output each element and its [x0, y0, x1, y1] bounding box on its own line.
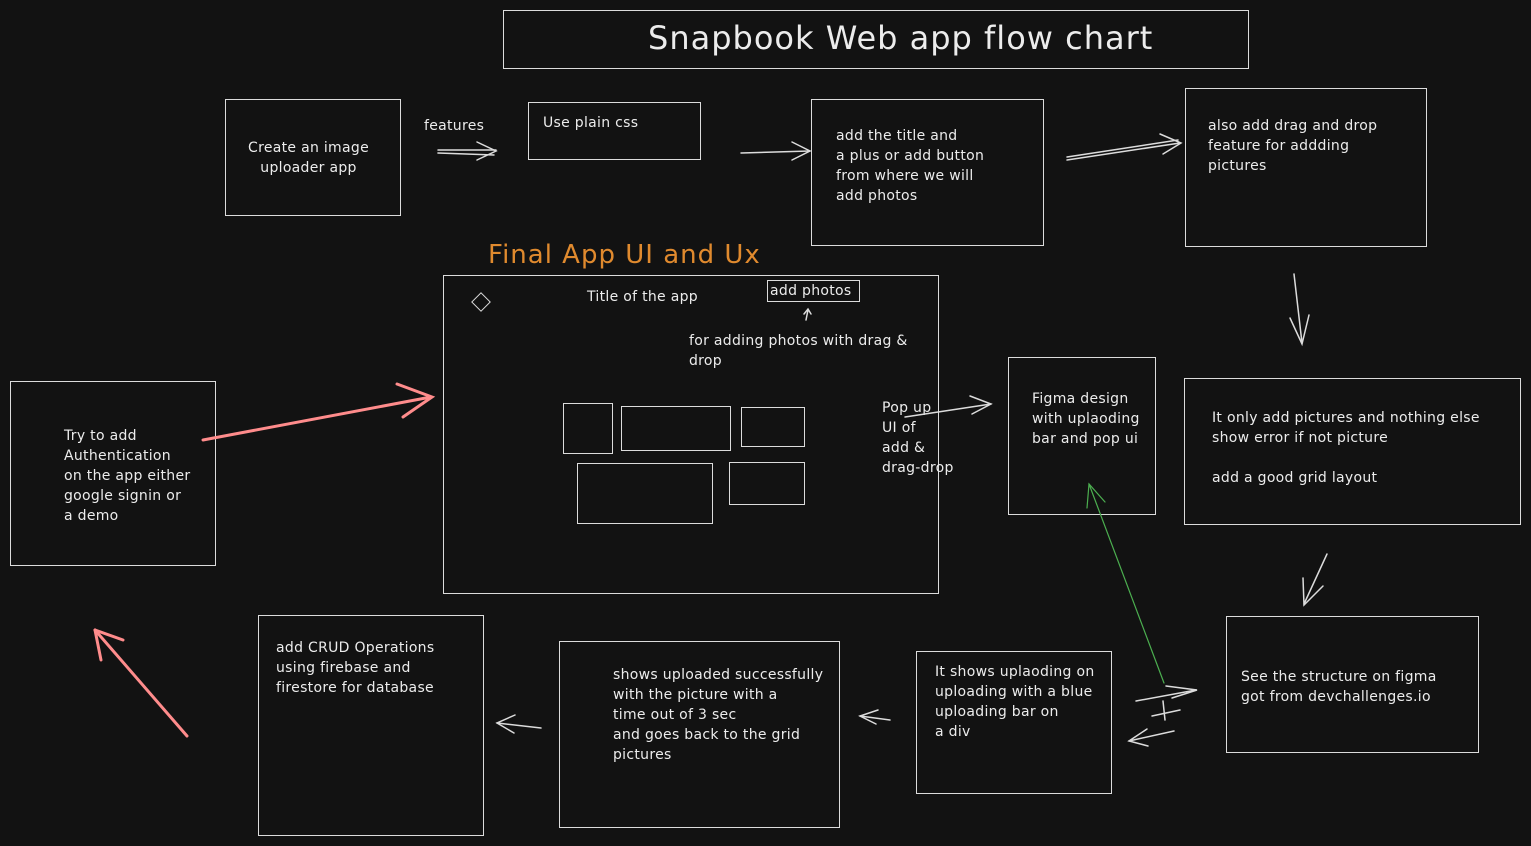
mockup-add-photos-label: add photos: [770, 283, 852, 299]
arrow-popup-to-figma: [904, 395, 993, 418]
mockup-app-title: Title of the app: [587, 289, 698, 305]
node-uploading: [916, 651, 1112, 794]
section-heading: Final App UI and Ux: [488, 240, 761, 270]
node-crud: [258, 615, 484, 836]
node-figma-label: Figma design with uplaoding bar and pop …: [1032, 391, 1140, 447]
node-title-plus: [811, 99, 1044, 246]
node-drag-drop-label: also add drag and drop feature for adddi…: [1208, 118, 1378, 174]
node-crud-label: add CRUD Operations using firebase and f…: [276, 640, 435, 696]
arrow-green-to-figma: [1086, 482, 1165, 684]
arrow-success-to-crud: [495, 714, 542, 734]
node-create-app: [225, 99, 401, 216]
node-plain-css: [528, 102, 701, 160]
node-success-label: shows uploaded successfully with the pic…: [613, 667, 824, 763]
node-auth: [10, 381, 216, 566]
arrow-uploading-to-success: [858, 709, 891, 725]
node-figma: [1008, 357, 1156, 515]
arrow-uploading-to-structure: [1135, 685, 1198, 721]
node-uploading-label: It shows uplaoding on uploading with a b…: [935, 664, 1095, 740]
node-only-pictures: [1184, 378, 1521, 525]
grid-tile: [729, 462, 805, 505]
node-plain-css-label: Use plain css: [543, 115, 639, 131]
mockup-drag-note: for adding photos with drag & drop: [689, 333, 908, 369]
arrow-auth-to-mockup: [201, 382, 436, 442]
grid-tile: [621, 406, 731, 451]
popup-note: Pop up UI of add & drag-drop: [882, 400, 954, 476]
arrow-structure-to-uploading: [1127, 728, 1175, 747]
title-box: [503, 10, 1249, 69]
grid-tile: [741, 407, 805, 447]
node-only-pictures-label: It only add pictures and nothing else sh…: [1212, 410, 1480, 486]
arrow-add-photos-note: [803, 307, 812, 321]
app-mockup: [443, 275, 939, 594]
arrow-css-to-title: [740, 141, 812, 161]
grid-tile: [577, 463, 713, 524]
arrow-crud-to-auth: [93, 628, 189, 738]
arrow-dragdrop-down: [1289, 273, 1310, 347]
node-auth-label: Try to add Authentication on the app eit…: [64, 428, 191, 524]
grid-tile: [563, 403, 613, 454]
node-structure-label: See the structure on figma got from devc…: [1241, 669, 1437, 705]
arrow-only-to-structure: [1302, 553, 1328, 607]
node-title-plus-label: add the title and a plus or add button f…: [836, 128, 985, 204]
page-title: Snapbook Web app flow chart: [648, 19, 1154, 57]
node-success: [559, 641, 840, 828]
features-label: features: [424, 118, 485, 134]
node-drag-drop: [1185, 88, 1427, 247]
arrow-title-to-dragdrop: [1066, 133, 1183, 161]
node-create-app-label: Create an image uploader app: [248, 140, 369, 176]
arrow-create-to-css: [437, 141, 498, 161]
mockup-add-photos-button: [767, 280, 860, 302]
node-structure: [1226, 616, 1479, 753]
